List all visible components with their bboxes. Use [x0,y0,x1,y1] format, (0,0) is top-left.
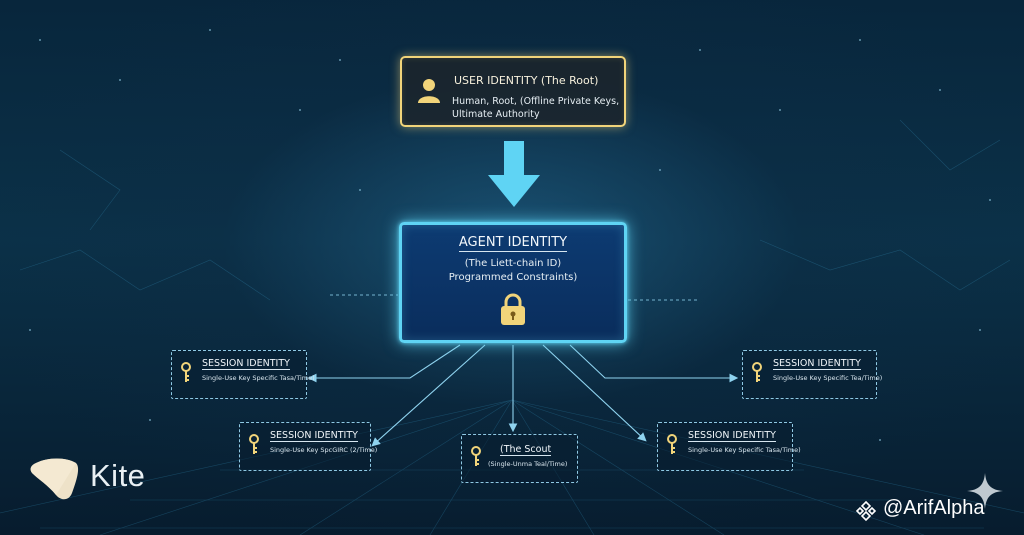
lock-icon [501,293,525,325]
star-dots [29,29,991,441]
session-title-text: SESSION IDENTITY [773,358,861,370]
key-icon [471,446,481,466]
key-icon [249,434,259,454]
session-node-left-upper: SESSION IDENTITY Single-Use Key Specific… [171,350,315,399]
user-identity-description: Human, Root, (Offline Private Keys, Ulti… [452,96,620,120]
session-title: SESSION IDENTITY [773,358,861,370]
agent-identity-title-wrap: AGENT IDENTITY [402,235,624,252]
kite-logo-icon [30,458,79,500]
user-icon [418,79,440,103]
session-title: SESSION IDENTITY [270,430,358,442]
user-identity-node: USER IDENTITY (The Root) Human, Root, (O… [400,56,626,127]
session-node-left-lower: SESSION IDENTITY Single-Use Key SpcGIRC … [239,422,377,471]
key-icon [667,434,677,454]
key-icon [752,362,762,382]
session-description: Single-Use Key SpcGIRC (2/Time) [270,446,378,454]
network-lines [19,119,1011,301]
session-title-text: SESSION IDENTITY [688,430,776,442]
key-icon [181,362,191,382]
session-title-text: (The Scout [500,444,552,456]
session-node-right-upper: SESSION IDENTITY Single-Use Key Specific… [742,350,882,399]
sparkle-icon [967,473,1003,509]
agent-identity-description: (The Liett-chain ID) Programmed Constrai… [448,258,578,283]
session-title-text: SESSION IDENTITY [270,430,358,442]
watermark-text: @ArifAlpha [883,497,985,519]
session-description: Single-Use Key Specific Tea/Time) [773,374,883,382]
user-identity-title: USER IDENTITY (The Root) [454,74,599,87]
session-node-center: (The Scout (Single-Unma Teal/Time) [461,434,578,483]
session-node-right-lower: SESSION IDENTITY Single-Use Key Specific… [657,422,801,471]
agent-identity-title: AGENT IDENTITY [458,235,568,252]
session-description: Single-Use Key Specific Tasa/Time) [202,374,315,382]
kite-logo-text: Kite [90,458,146,493]
session-connectors [307,344,739,447]
binance-icon [855,500,877,522]
down-arrow-icon [488,141,540,207]
session-description: (Single-Unma Teal/Time) [488,460,568,468]
session-title-text: SESSION IDENTITY [202,358,290,370]
agent-identity-node: AGENT IDENTITY (The Liett-chain ID) Prog… [399,222,627,343]
session-title: (The Scout [500,444,552,456]
session-title: SESSION IDENTITY [202,358,290,370]
session-title: SESSION IDENTITY [688,430,776,442]
session-description: Single-Use Key Specific Tasa/Time) [688,446,801,454]
